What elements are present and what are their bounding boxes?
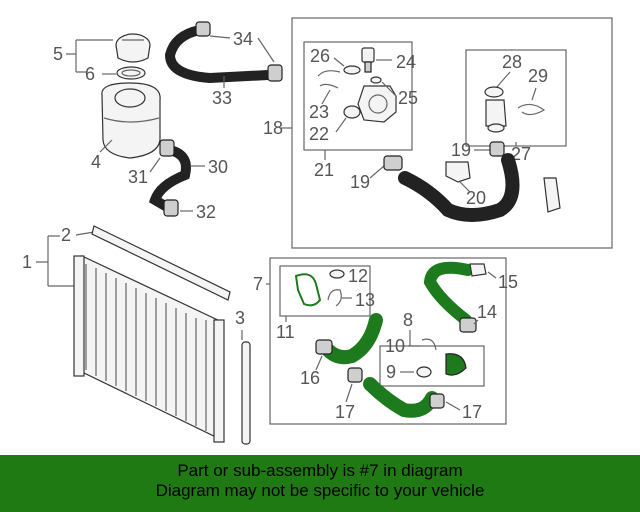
callout-19-lower: 19 (350, 172, 370, 192)
housing-clip[interactable] (517, 103, 546, 116)
coolant-flange[interactable] (357, 85, 397, 123)
callout-11: 11 (276, 322, 295, 342)
callout-6: 6 (85, 64, 95, 84)
callout-14: 14 (477, 302, 497, 322)
pipe-fitting[interactable] (445, 353, 467, 376)
o-ring-12[interactable] (329, 269, 345, 279)
callout-29: 29 (528, 66, 548, 86)
thermostat-housing[interactable] (484, 86, 507, 133)
hose-clamp-14[interactable] (459, 317, 477, 333)
callout-17-right: 17 (462, 402, 482, 422)
callout-34: 34 (233, 29, 253, 49)
callout-25: 25 (398, 88, 418, 108)
callout-9: 9 (386, 362, 396, 382)
flange-subgroup-box (303, 41, 413, 151)
reservoir-cap[interactable] (115, 33, 151, 63)
hose-clamp-15[interactable] (469, 263, 487, 277)
footer-line-2: Diagram may not be specific to your vehi… (155, 481, 485, 500)
callout-30: 30 (208, 157, 228, 177)
parts-diagram: 5 6 4 34 33 31 30 32 18 26 24 23 2 (22, 17, 613, 445)
flange-seal[interactable] (343, 105, 361, 119)
callout-7: 7 (253, 274, 263, 294)
clip-10[interactable] (421, 338, 437, 351)
callout-3: 3 (235, 308, 245, 328)
callout-32: 32 (196, 202, 216, 222)
callout-18: 18 (263, 118, 283, 138)
radiator-seal-strip[interactable] (91, 225, 231, 301)
radiator[interactable] (73, 255, 225, 443)
callout-22: 22 (309, 124, 329, 144)
lower-radiator-hose[interactable] (321, 313, 439, 418)
small-o-ring[interactable] (343, 65, 361, 75)
subgroup-11-box (279, 265, 371, 317)
cap-seal-ring[interactable] (116, 66, 146, 80)
callout-15: 15 (498, 272, 518, 292)
callout-33: 33 (212, 88, 232, 108)
long-coolant-hose[interactable] (423, 261, 474, 326)
callout-26: 26 (310, 46, 330, 66)
callout-5: 5 (53, 44, 63, 64)
callout-23: 23 (309, 102, 329, 122)
side-seal[interactable] (241, 341, 251, 445)
clip-13[interactable] (327, 289, 342, 307)
callout-4: 4 (91, 152, 101, 172)
callout-1: 1 (22, 252, 32, 272)
callout-13: 13 (355, 290, 375, 310)
callout-17-left: 17 (335, 402, 355, 422)
hose-clamp-19-lower[interactable] (383, 155, 403, 171)
flange-o-ring[interactable] (370, 76, 382, 84)
footer-banner: Part or sub-assembly is #7 in diagram Di… (0, 455, 640, 512)
flange-sensor[interactable] (361, 47, 375, 73)
callout-16: 16 (300, 368, 320, 388)
clip[interactable] (317, 70, 341, 89)
callout-21: 21 (314, 160, 334, 180)
callout-8: 8 (403, 310, 413, 330)
hose-clamp-16[interactable] (315, 339, 333, 355)
subgroup-8-box (379, 345, 485, 387)
assembly-7-box (269, 257, 507, 425)
callout-28: 28 (502, 52, 522, 72)
callout-10: 10 (385, 336, 405, 356)
expansion-tank[interactable] (101, 82, 161, 159)
upper-bypass-hose[interactable] (164, 21, 283, 84)
o-ring-9[interactable] (416, 366, 432, 378)
hose-bracket[interactable] (445, 161, 471, 183)
hose-clamp-17-right[interactable] (429, 393, 445, 409)
callout-12: 12 (348, 266, 368, 286)
callout-20: 20 (466, 188, 486, 208)
hose-end-fitting[interactable] (543, 177, 561, 213)
callout-2: 2 (61, 225, 71, 245)
callout-31: 31 (128, 167, 148, 187)
hose-clamp-17-left[interactable] (347, 367, 363, 383)
thermostat-assembly-box (291, 17, 613, 249)
callout-19-upper: 19 (451, 140, 471, 160)
heater-hose[interactable] (398, 153, 520, 222)
footer-line-1: Part or sub-assembly is #7 in diagram (177, 461, 463, 480)
coolant-pipe-connector[interactable] (294, 273, 322, 307)
hose-clamp-19-upper[interactable] (489, 141, 505, 157)
callout-24: 24 (396, 52, 416, 72)
tank-outlet-hose[interactable] (148, 139, 191, 217)
callout-27: 27 (511, 144, 531, 164)
